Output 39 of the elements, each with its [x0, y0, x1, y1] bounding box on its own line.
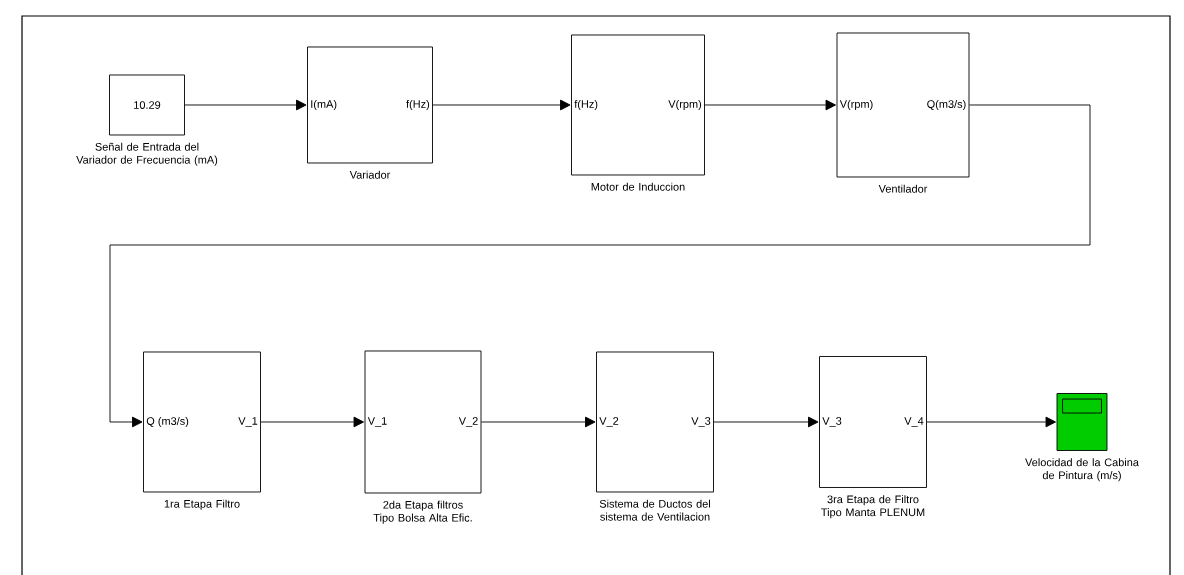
block-caption: Motor de Induccion	[591, 182, 685, 191]
arrow	[481, 416, 596, 428]
block-caption: 3ra Etapa de Filtro Tipo Manta PLENUM	[821, 495, 925, 519]
block-caption: Ventilador	[878, 184, 928, 193]
block: V(rpm) Q(m3/s)	[836, 32, 970, 178]
block: I(mA) f(Hz)	[307, 46, 433, 164]
block-caption: Sistema de Ductos del sistema de Ventilacion	[599, 499, 710, 521]
arrow	[260, 416, 364, 428]
node-label: V_1	[367, 417, 387, 427]
node-label: Q(m3/s)	[927, 99, 966, 111]
node-label: f(Hz)	[574, 99, 598, 111]
block-caption: Velocidad de la Cabina de Pintura (m/s)	[1025, 458, 1139, 482]
block: V_2 V_3	[596, 351, 714, 493]
block-caption: Variador	[349, 170, 391, 179]
arrow	[713, 416, 819, 428]
arrow	[432, 99, 571, 111]
arrow	[184, 99, 307, 111]
arrow	[109, 104, 1091, 428]
block: Q (m3/s) V_1	[143, 351, 261, 493]
block: V_3 V_4	[819, 356, 927, 488]
node-label: I(mA)	[311, 99, 337, 111]
block-caption: 1ra Etapa Filtro	[164, 499, 240, 510]
node-label: V_2	[458, 417, 478, 427]
node-label: V_4	[904, 417, 924, 427]
node-label: V_3	[822, 417, 842, 427]
arrow	[926, 416, 1056, 428]
node-label: V_3	[691, 417, 711, 427]
block-caption: Señal de Entrada del Variador de Frecuencia (mA)	[76, 142, 218, 166]
node-label: V_2	[599, 417, 619, 427]
constant-block: 10.29	[109, 74, 185, 136]
block-caption: 2da Etapa filtros Tipo Bolsa Alta Efic.	[373, 500, 472, 524]
node-label: V_1	[238, 417, 258, 427]
node-label: V(rpm)	[668, 99, 702, 111]
block: V_1 V_2	[364, 350, 482, 494]
block: f(Hz) V(rpm)	[571, 34, 705, 176]
node-label: Q (m3/s)	[146, 416, 189, 428]
node-label: f(Hz)	[406, 99, 430, 111]
node-label: V(rpm)	[839, 99, 873, 111]
arrow	[704, 99, 836, 111]
